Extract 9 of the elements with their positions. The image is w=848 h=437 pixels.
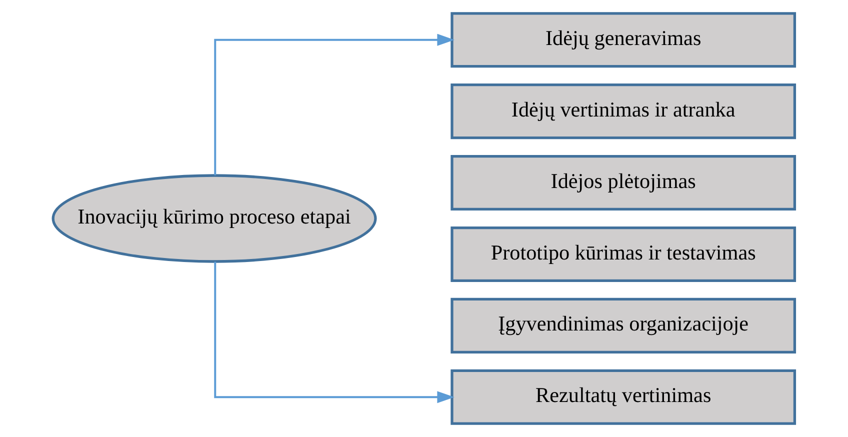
node-box: Idėjos plėtojimas — [450, 154, 796, 211]
arrow — [214, 262, 454, 404]
node-box: Prototipo kūrimas ir testavimas — [450, 226, 796, 282]
node-box: Idėjų vertinimas ir atranka — [450, 84, 796, 140]
node-box: Idėjų generavimas — [450, 12, 796, 68]
arrow — [214, 34, 454, 176]
node-box: Įgyvendinimas organizacijoje — [450, 298, 796, 354]
node-box: Rezultatų vertinimas — [450, 369, 796, 425]
node-ellipse: Inovacijų kūrimo proceso etapai — [52, 174, 377, 263]
